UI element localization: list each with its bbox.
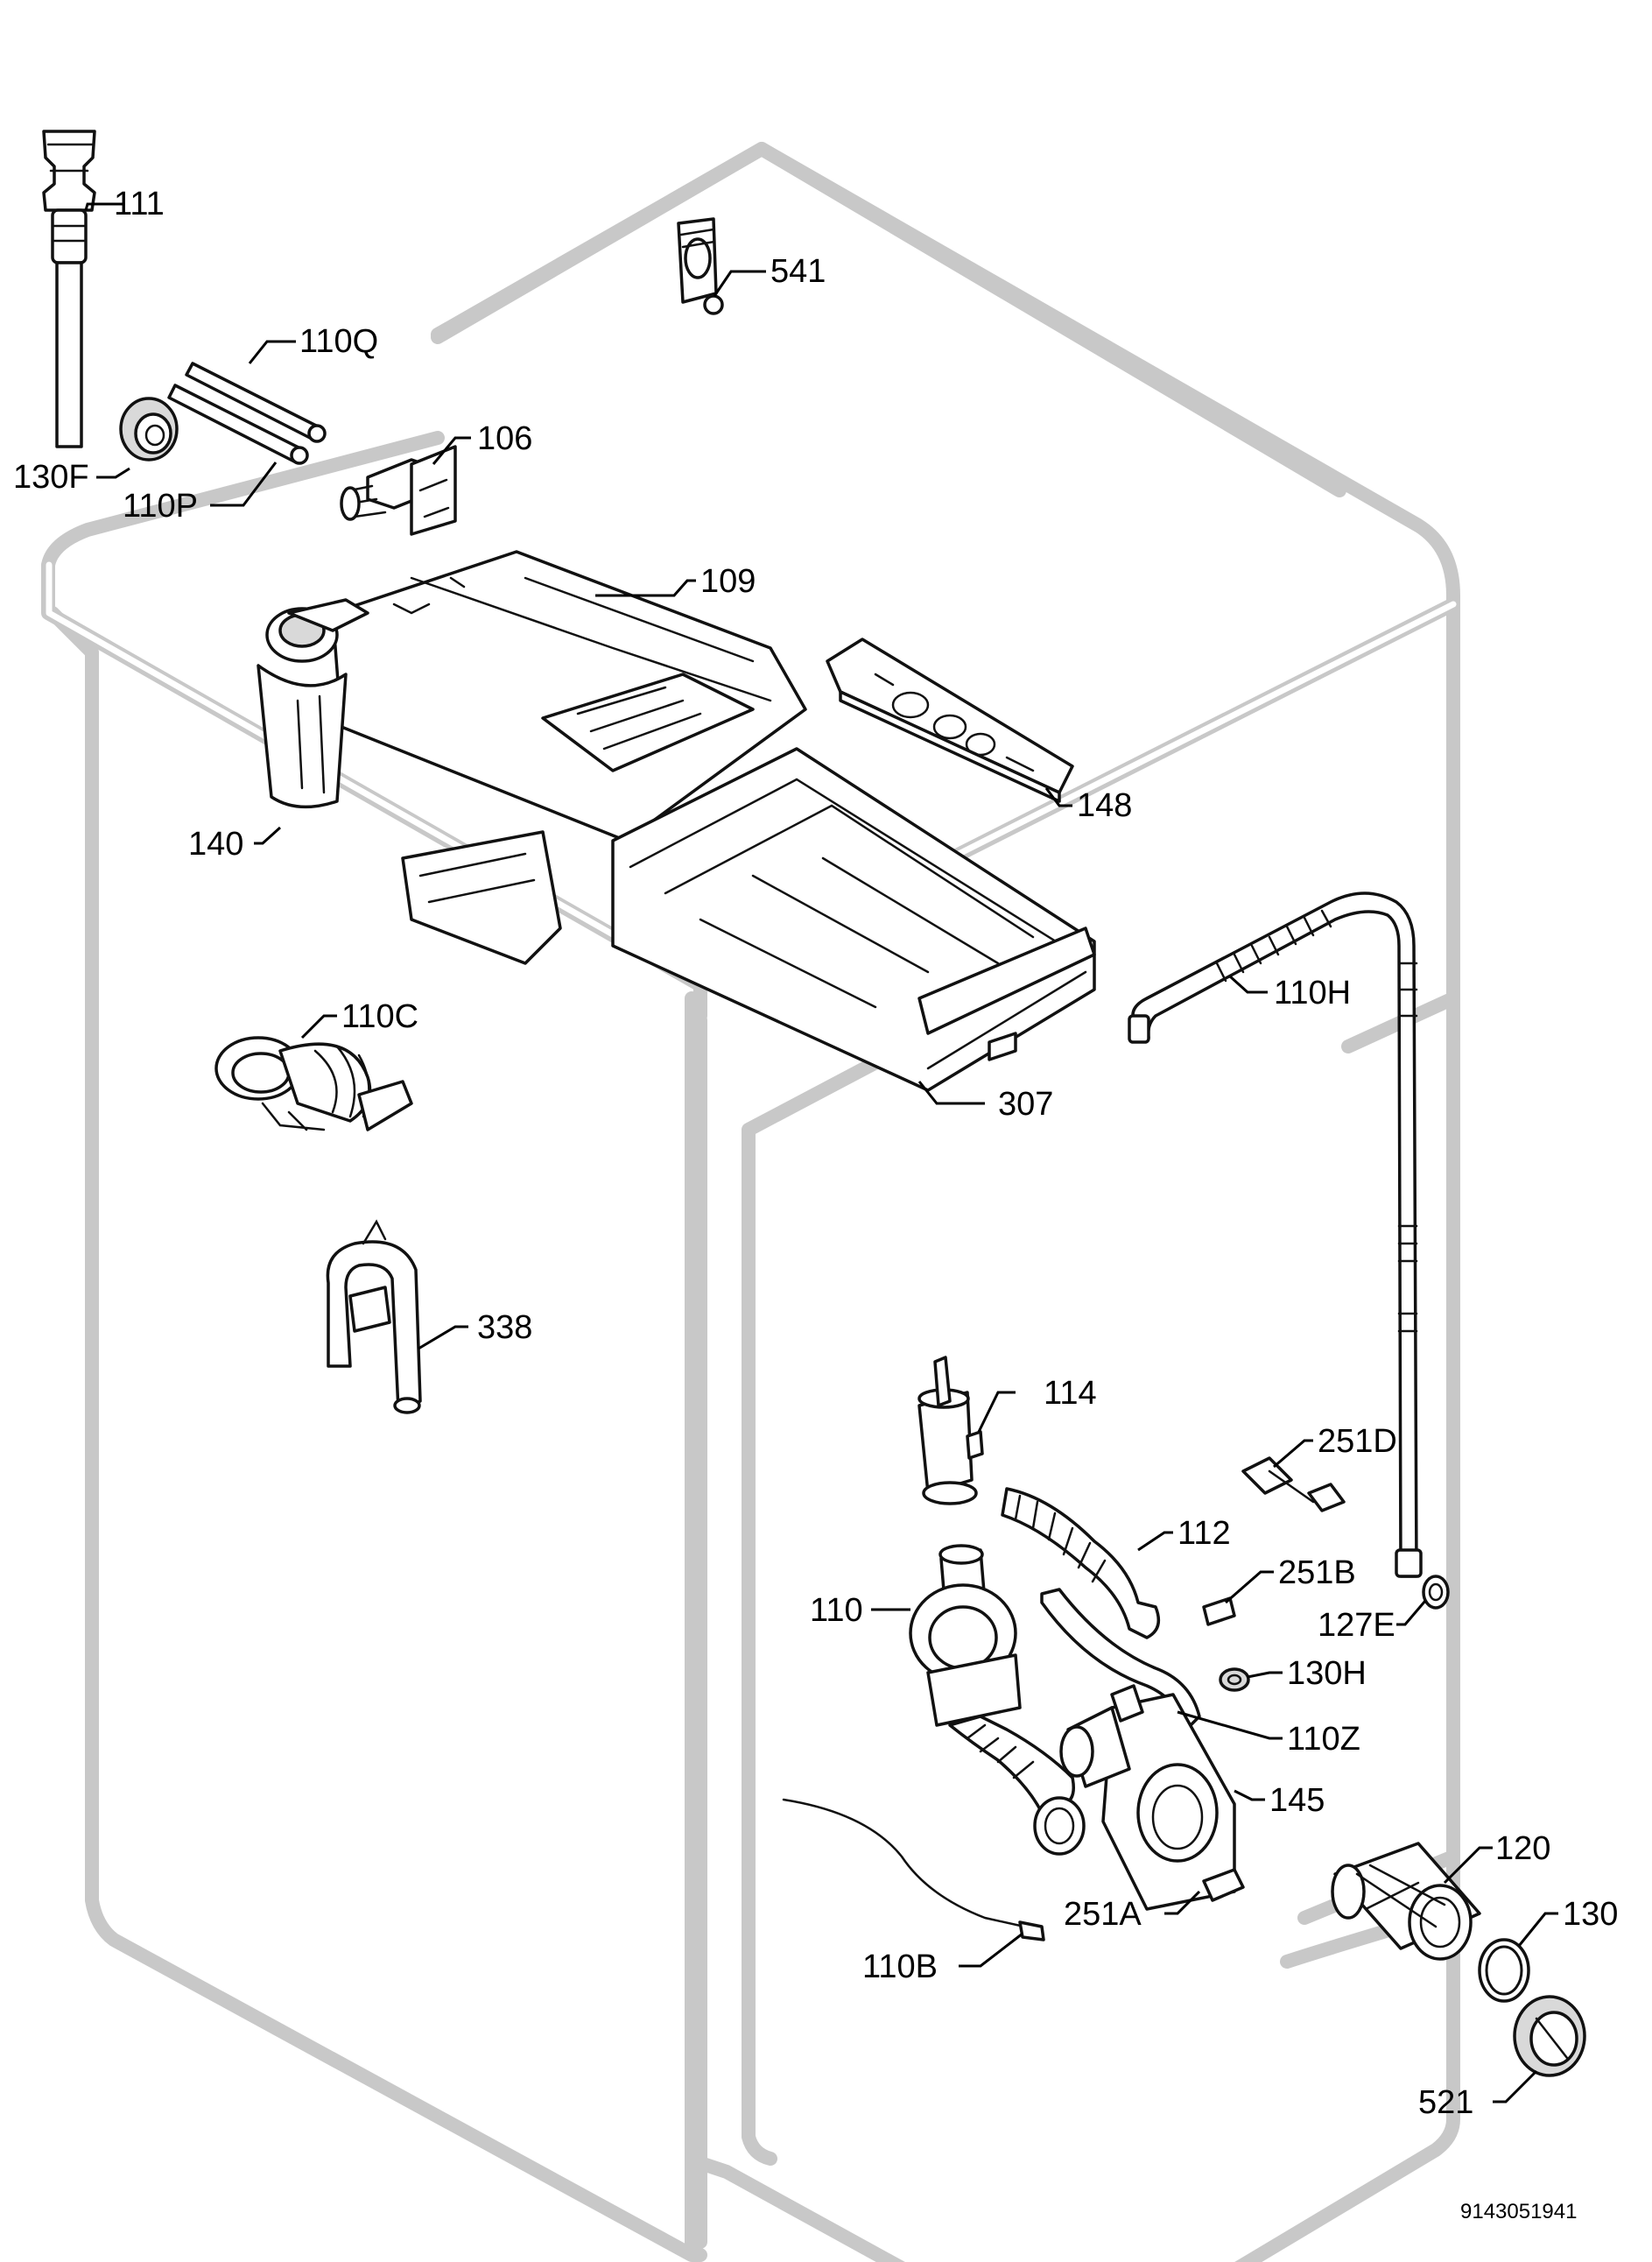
part-110Z-hose xyxy=(1040,1588,1201,1731)
part-145-pump xyxy=(1059,1684,1236,1911)
part-109-dispenser-top xyxy=(331,550,807,842)
part-307-dispenser-drawer xyxy=(401,747,1096,1092)
part-148-panel xyxy=(826,638,1074,803)
label-130: 130 xyxy=(1563,1896,1618,1933)
label-106: 106 xyxy=(477,420,532,457)
label-130H: 130H xyxy=(1287,1655,1367,1692)
label-127E: 127E xyxy=(1318,1607,1395,1644)
label-114: 114 xyxy=(1044,1375,1097,1412)
part-140-chamber xyxy=(257,598,369,809)
label-111: 111 xyxy=(114,186,165,222)
label-110H: 110H xyxy=(1274,975,1351,1011)
part-127E-cap xyxy=(1422,1575,1450,1610)
label-140: 140 xyxy=(188,826,243,863)
label-338: 338 xyxy=(477,1309,532,1346)
part-251B-clip xyxy=(1202,1596,1236,1626)
part-130F-seal xyxy=(119,397,179,462)
part-111-inlet-hose xyxy=(42,130,96,448)
label-110Q: 110Q xyxy=(299,323,378,360)
drawing-code: 9143051941 xyxy=(1460,2200,1577,2223)
part-106-valve xyxy=(340,445,457,536)
part-110B-wire xyxy=(782,1798,1045,1941)
label-541: 541 xyxy=(770,253,826,290)
part-251A-clip xyxy=(1202,1868,1245,1902)
label-110: 110 xyxy=(810,1592,863,1629)
part-251D-cable-clip xyxy=(1241,1456,1346,1512)
label-251A: 251A xyxy=(1064,1896,1142,1933)
part-110Q-tube xyxy=(185,362,327,443)
label-120: 120 xyxy=(1495,1830,1550,1867)
label-110Z: 110Z xyxy=(1287,1721,1360,1758)
part-541-clip xyxy=(677,217,724,315)
label-145: 145 xyxy=(1269,1782,1325,1819)
part-110P-tube xyxy=(167,384,309,465)
part-110H-drain-hose xyxy=(1128,891,1423,1578)
part-521-filter-cap xyxy=(1513,1995,1586,2077)
label-521: 521 xyxy=(1418,2084,1473,2121)
label-307: 307 xyxy=(998,1086,1053,1123)
cabinet-outline xyxy=(41,142,1460,2262)
part-labels: 111 541 110Q 106 130F 110P 109 148 140 1… xyxy=(13,186,1618,2223)
part-110C-bellows xyxy=(214,1036,413,1131)
part-112-hose xyxy=(1001,1487,1161,1639)
part-338-hose-guide xyxy=(326,1219,422,1414)
label-110B: 110B xyxy=(862,1948,938,1985)
label-251D: 251D xyxy=(1318,1423,1397,1460)
part-130H-grommet xyxy=(1219,1667,1250,1692)
label-148: 148 xyxy=(1077,787,1132,824)
part-114-pressure-chamber xyxy=(917,1356,984,1505)
label-109: 109 xyxy=(700,563,756,600)
part-110-sump xyxy=(909,1544,1086,1856)
label-110P: 110P xyxy=(123,488,198,525)
label-110C: 110C xyxy=(341,998,418,1035)
leader-lines xyxy=(84,202,1558,2103)
label-112: 112 xyxy=(1177,1515,1231,1552)
part-130-o-ring xyxy=(1478,1938,1530,2003)
label-251B: 251B xyxy=(1278,1554,1356,1591)
part-120-filter xyxy=(1331,1842,1481,1961)
label-130F: 130F xyxy=(13,459,89,496)
